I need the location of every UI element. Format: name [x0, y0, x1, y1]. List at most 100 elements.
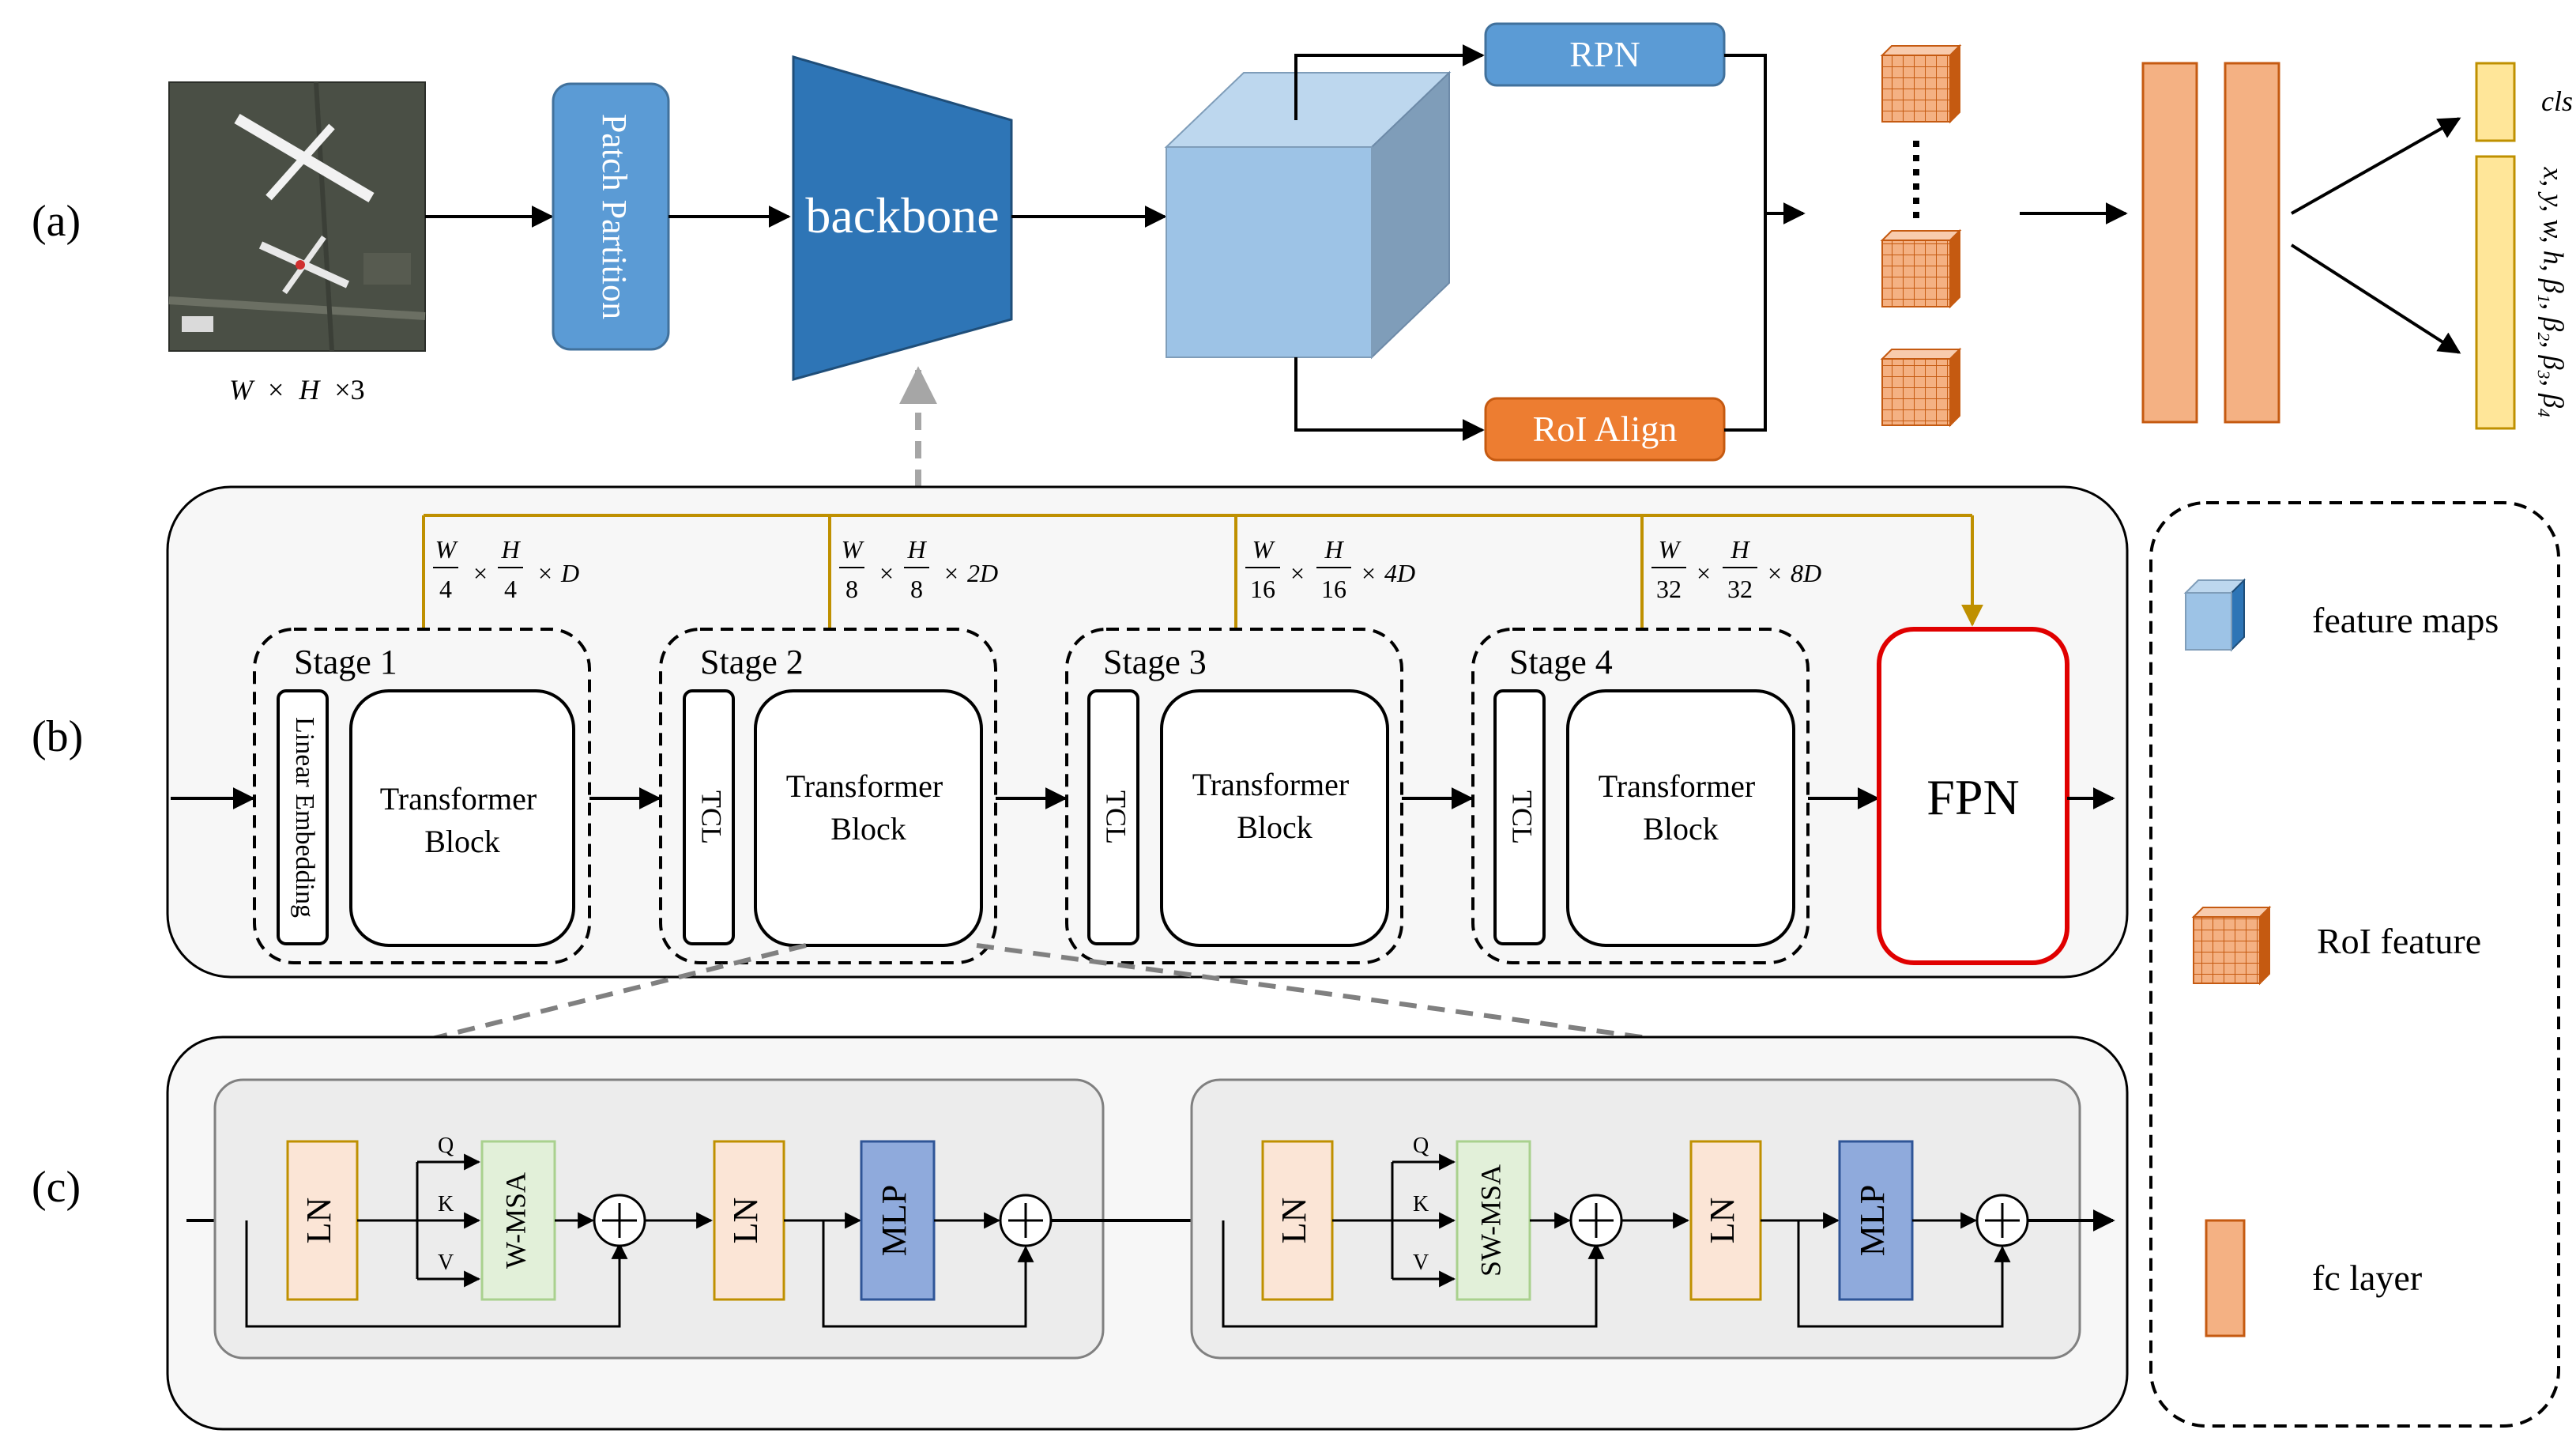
- stage-2-container: [659, 628, 997, 964]
- svg-text:8D: 8D: [1791, 559, 1821, 587]
- roi-feature-cube-1: [1880, 43, 1962, 124]
- skip-connection-2b: [1797, 1220, 2011, 1328]
- fpn-label: FPN: [1926, 769, 2019, 825]
- block-2-attention-label: SW-MSA: [1474, 1164, 1506, 1277]
- fpn-box: [1877, 627, 2069, 965]
- legend-roi-feature-icon: [2191, 905, 2272, 986]
- svg-text:D: D: [560, 559, 579, 587]
- block-2-ln-1: [1261, 1140, 1334, 1301]
- svg-text:×: ×: [944, 559, 958, 587]
- svg-text:×: ×: [1361, 559, 1376, 587]
- roi-feature-cube-2: [1880, 228, 1962, 309]
- stage-2-tcl-label: TCL: [696, 790, 728, 844]
- block-1-attention-label: W-MSA: [499, 1172, 531, 1269]
- svg-text:×: ×: [879, 559, 894, 587]
- roi-align-label: RoI Align: [1533, 409, 1678, 449]
- stage-1-linear-embedding-label: Linear Embedding: [290, 717, 319, 918]
- roi-feature-cube-3: [1880, 347, 1962, 428]
- stage-1-title: Stage 1: [294, 643, 397, 681]
- stage-4-transformer-label: Transformer Block: [1599, 768, 1764, 847]
- svg-text:4: 4: [504, 575, 517, 603]
- stage-2-transformer-block: [754, 689, 983, 947]
- svg-text:×: ×: [538, 559, 552, 587]
- arrow-to-roi-align: [1294, 357, 1485, 441]
- arrow-to-rpn: [1294, 44, 1485, 120]
- svg-text:8: 8: [910, 575, 923, 603]
- svg-text:×: ×: [1697, 559, 1711, 587]
- row-label-b: (b): [32, 712, 83, 761]
- skip-connection-2a: [1222, 1220, 1605, 1328]
- stage-4-tcl-label: TCL: [1507, 790, 1538, 844]
- fc-layer-2: [2224, 62, 2280, 424]
- svg-text:4: 4: [439, 575, 452, 603]
- stage-2-transformer-label: Transformer Block: [786, 768, 951, 847]
- svg-text:H: H: [500, 535, 521, 564]
- block-2-attention: [1456, 1140, 1531, 1301]
- input-aerial-image: [168, 81, 426, 352]
- svg-text:W: W: [435, 535, 459, 564]
- svg-text:H: H: [1730, 535, 1750, 564]
- block-2-k-label: K: [1413, 1192, 1429, 1217]
- svg-text:W: W: [1659, 535, 1682, 564]
- backbone-label: backbone: [805, 187, 999, 243]
- block-2-v-label: V: [1413, 1251, 1429, 1275]
- block-1-ln-1: [286, 1140, 359, 1301]
- block-2-add-2: [1975, 1194, 2029, 1247]
- block-2-add-1: [1569, 1194, 1623, 1247]
- arrow-to-reg: [2290, 243, 2461, 354]
- svg-text:W: W: [1252, 535, 1276, 564]
- svg-text:32: 32: [1656, 575, 1682, 603]
- stage-1-linear-embedding: [277, 689, 329, 945]
- svg-text:×: ×: [1768, 559, 1782, 587]
- fc-layer-1: [2141, 62, 2198, 424]
- stage-2-title: Stage 2: [700, 643, 804, 681]
- feature-map-cube: [1164, 70, 1452, 360]
- resolution-label-stage-2: W 8 × H 8 × 2D: [839, 535, 998, 603]
- stage-1-transformer-block: [349, 689, 575, 947]
- row-label-a: (a): [32, 197, 81, 246]
- svg-text:H: H: [906, 535, 927, 564]
- block-1-attention: [480, 1140, 556, 1301]
- block-2-q-label: Q: [1413, 1134, 1429, 1158]
- stage-4-container: [1471, 628, 1810, 964]
- block-1-k-label: K: [438, 1192, 454, 1217]
- stage-3-tcl-label: TCL: [1101, 790, 1132, 844]
- stage-4-tcl: [1493, 689, 1546, 945]
- block-2-ln-2-label: LN: [1703, 1198, 1742, 1244]
- legend-fc-layer-icon: [2205, 1219, 2246, 1337]
- skip-connection-1b: [822, 1220, 1034, 1328]
- arrow-to-cls: [2291, 117, 2461, 215]
- svg-text:W: W: [842, 535, 865, 564]
- stage-2-tcl: [683, 689, 735, 945]
- resolution-label-stage-4: W 32 × H 32 × 8D: [1651, 535, 1821, 603]
- rpn-roi-merge-line: [1724, 54, 1767, 432]
- legend-roi-feature-label: RoI feature: [2317, 921, 2481, 961]
- block-2-mlp-label: MLP: [1853, 1185, 1892, 1256]
- resolution-label-stage-1: W 4 × H 4 × D: [433, 535, 579, 603]
- input-size-label: W × H ×3: [229, 374, 365, 406]
- stage-3-container: [1065, 628, 1403, 964]
- svg-text:4D: 4D: [1384, 559, 1415, 587]
- stage-3-transformer-label: Transformer Block: [1192, 767, 1358, 845]
- skip-connection-1a: [245, 1220, 628, 1328]
- svg-text:8: 8: [845, 575, 858, 603]
- block-1-ln-1-label: LN: [299, 1198, 338, 1244]
- legend-feature-maps-icon: [2183, 578, 2246, 652]
- cls-output-box: [2475, 62, 2516, 142]
- block-1-q-label: Q: [438, 1134, 454, 1158]
- stage-3-title: Stage 3: [1103, 643, 1207, 681]
- stage-1-container: [253, 628, 591, 964]
- rpn-label: RPN: [1569, 34, 1640, 74]
- svg-text:2D: 2D: [967, 559, 998, 587]
- svg-text:32: 32: [1727, 575, 1753, 603]
- block-1-ln-2-label: LN: [726, 1198, 765, 1244]
- stage-3-tcl: [1087, 689, 1139, 945]
- row-label-c: (c): [32, 1163, 81, 1212]
- svg-text:H: H: [1324, 535, 1344, 564]
- block-2-ln-1-label: LN: [1275, 1198, 1313, 1244]
- svg-text:×: ×: [473, 559, 488, 587]
- block-1-mlp: [860, 1140, 936, 1301]
- svg-text:16: 16: [1321, 575, 1346, 603]
- reg-label: x, y, w, h, β₁, β₂, β₃, β₄: [2538, 166, 2570, 417]
